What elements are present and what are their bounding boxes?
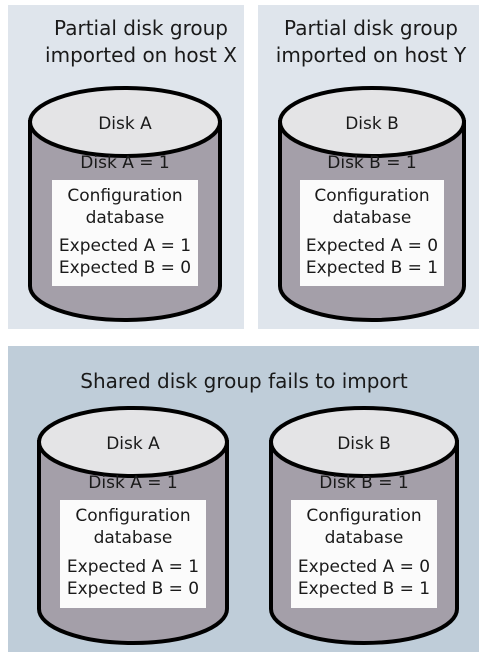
expected-a: Expected A = 1 xyxy=(67,557,199,577)
expected-b: Expected B = 0 xyxy=(59,258,191,278)
disk-value: Disk B = 1 xyxy=(327,153,416,173)
disk-name: Disk A xyxy=(98,114,152,134)
cylinder-top xyxy=(269,406,459,478)
expected-b: Expected B = 0 xyxy=(67,579,199,599)
config-line1: Configuration xyxy=(314,186,429,206)
cylinder-top xyxy=(278,86,466,158)
config-line1: Configuration xyxy=(75,506,190,526)
disk-b-bottom-cylinder: Disk B Disk B = 1 Configuration database… xyxy=(269,406,459,645)
config-database-box xyxy=(300,180,444,286)
expected-a: Expected A = 0 xyxy=(306,236,438,256)
disk-name: Disk B xyxy=(345,114,399,134)
disk-name: Disk A xyxy=(106,434,160,454)
disk-a-bottom-cylinder: Disk A Disk A = 1 Configuration database… xyxy=(37,406,229,645)
bottom-title: Shared disk group fails to import xyxy=(80,369,408,393)
disk-b-top-cylinder: Disk B Disk B = 1 Configuration database… xyxy=(278,86,466,322)
disk-name: Disk B xyxy=(337,434,391,454)
config-database-box xyxy=(291,500,437,608)
cylinder-top xyxy=(37,406,229,478)
disk-value: Disk B = 1 xyxy=(319,473,408,493)
expected-b: Expected B = 1 xyxy=(306,258,438,278)
disk-value: Disk A = 1 xyxy=(88,473,177,493)
top-right-title-line2: imported on host Y xyxy=(276,43,467,67)
top-right-title-line1: Partial disk group xyxy=(284,16,458,40)
config-database-box xyxy=(60,500,206,608)
expected-b: Expected B = 1 xyxy=(298,579,430,599)
disk-value: Disk A = 1 xyxy=(80,153,169,173)
disk-a-top-cylinder: Disk A Disk A = 1 Configuration database… xyxy=(28,86,222,322)
config-line2: database xyxy=(86,208,165,228)
config-line1: Configuration xyxy=(67,186,182,206)
expected-a: Expected A = 0 xyxy=(298,557,430,577)
config-line2: database xyxy=(94,528,173,548)
top-left-title-line2: imported on host X xyxy=(45,43,237,67)
config-line1: Configuration xyxy=(306,506,421,526)
cylinder-top xyxy=(28,86,222,158)
config-database-box xyxy=(52,180,198,286)
top-left-title-line1: Partial disk group xyxy=(54,16,228,40)
config-line2: database xyxy=(325,528,404,548)
config-line2: database xyxy=(333,208,412,228)
expected-a: Expected A = 1 xyxy=(59,236,191,256)
